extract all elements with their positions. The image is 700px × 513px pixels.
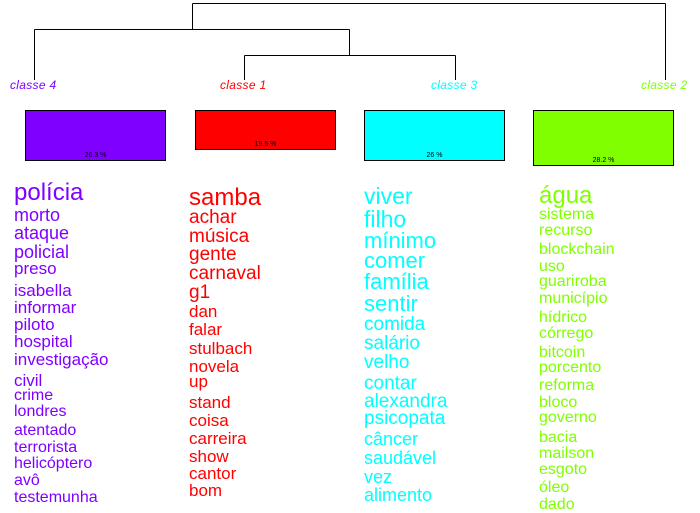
- class-label-4: classe 4: [10, 78, 57, 92]
- word-item: novela: [189, 357, 240, 376]
- word-item: gente: [189, 244, 237, 265]
- word-item: ataque: [14, 223, 70, 243]
- word-item: sistema: [539, 206, 595, 223]
- word-item: hídrico: [539, 309, 588, 326]
- word-item: velho: [364, 352, 410, 373]
- word-item: guariroba: [539, 273, 607, 290]
- word-item: dado: [539, 496, 575, 513]
- class-label-3: classe 3: [431, 78, 478, 92]
- word-item: bom: [189, 481, 223, 500]
- word-item: bitcoin: [539, 344, 586, 361]
- word-item: investigação: [14, 350, 109, 369]
- word-item: comida: [364, 314, 426, 335]
- word-item: carreira: [189, 429, 247, 448]
- word-item: stand: [189, 393, 231, 412]
- word-item: terrorista: [14, 439, 78, 456]
- word-item: recurso: [539, 222, 593, 239]
- class-percent-1: 19.5 %: [254, 141, 277, 148]
- word-item: viver: [364, 183, 413, 209]
- word-item: achar: [189, 207, 237, 228]
- word-item: blockchain: [539, 241, 615, 258]
- word-item: córrego: [539, 325, 594, 342]
- word-item: uso: [539, 258, 565, 275]
- word-item: reforma: [539, 377, 595, 394]
- word-item: alimento: [364, 485, 433, 505]
- class-percent-4: 26.3 %: [84, 152, 107, 159]
- word-item: coisa: [189, 411, 229, 430]
- word-item: bacia: [539, 429, 578, 446]
- word-item: testemunha: [14, 489, 98, 506]
- class-box-1: 19.5 %: [195, 110, 336, 150]
- word-item: up: [189, 372, 208, 391]
- class-label-2: classe 2: [641, 78, 688, 92]
- word-item: carnaval: [189, 263, 261, 284]
- word-item: policial: [14, 242, 70, 262]
- word-item: stulbach: [189, 339, 253, 358]
- word-item: porcento: [539, 359, 602, 376]
- word-item: esgoto: [539, 461, 588, 478]
- word-item: mínimo: [364, 228, 437, 253]
- word-item: cantor: [189, 464, 237, 483]
- word-item: salário: [364, 333, 420, 354]
- class-percent-3: 26 %: [426, 152, 443, 159]
- word-item: hospital: [14, 332, 73, 351]
- word-item: câncer: [364, 429, 419, 449]
- class-box-2: 28.2 %: [533, 110, 674, 166]
- word-item: helicóptero: [14, 455, 93, 472]
- word-item: município: [539, 290, 608, 307]
- word-item: óleo: [539, 479, 570, 496]
- word-item: isabella: [14, 281, 72, 300]
- class-box-4: 26.3 %: [25, 110, 166, 161]
- word-item: governo: [539, 409, 597, 426]
- word-item: samba: [189, 184, 262, 211]
- word-item: sentir: [364, 291, 418, 316]
- word-item: família: [364, 269, 429, 294]
- word-item: água: [539, 182, 593, 209]
- word-item: comer: [364, 248, 426, 273]
- class-label-1: classe 1: [220, 78, 267, 92]
- word-item: alexandra: [364, 391, 448, 412]
- word-item: crime: [14, 387, 54, 404]
- class-percent-2: 28.2 %: [592, 157, 615, 164]
- word-item: dan: [189, 302, 218, 321]
- word-item: show: [189, 447, 229, 466]
- word-item: vez: [364, 467, 393, 487]
- word-item: g1: [189, 282, 211, 303]
- class-box-3: 26 %: [364, 110, 505, 161]
- word-item: psicopata: [364, 408, 446, 429]
- word-item: preso: [14, 259, 57, 278]
- word-item: contar: [364, 373, 417, 394]
- word-item: piloto: [14, 315, 55, 334]
- word-item: saudável: [364, 448, 437, 468]
- word-item: bloco: [539, 394, 578, 411]
- word-item: morto: [14, 205, 61, 225]
- word-item: mailson: [539, 445, 595, 462]
- word-item: londres: [14, 403, 67, 420]
- word-item: polícia: [14, 179, 84, 206]
- word-item: civil: [14, 371, 43, 390]
- word-item: avô: [14, 472, 40, 489]
- word-item: filho: [364, 206, 407, 232]
- word-item: informar: [14, 298, 77, 317]
- word-item: atentado: [14, 422, 77, 439]
- word-item: música: [189, 226, 250, 247]
- word-item: falar: [189, 320, 223, 339]
- dendrogram: [34, 3, 666, 80]
